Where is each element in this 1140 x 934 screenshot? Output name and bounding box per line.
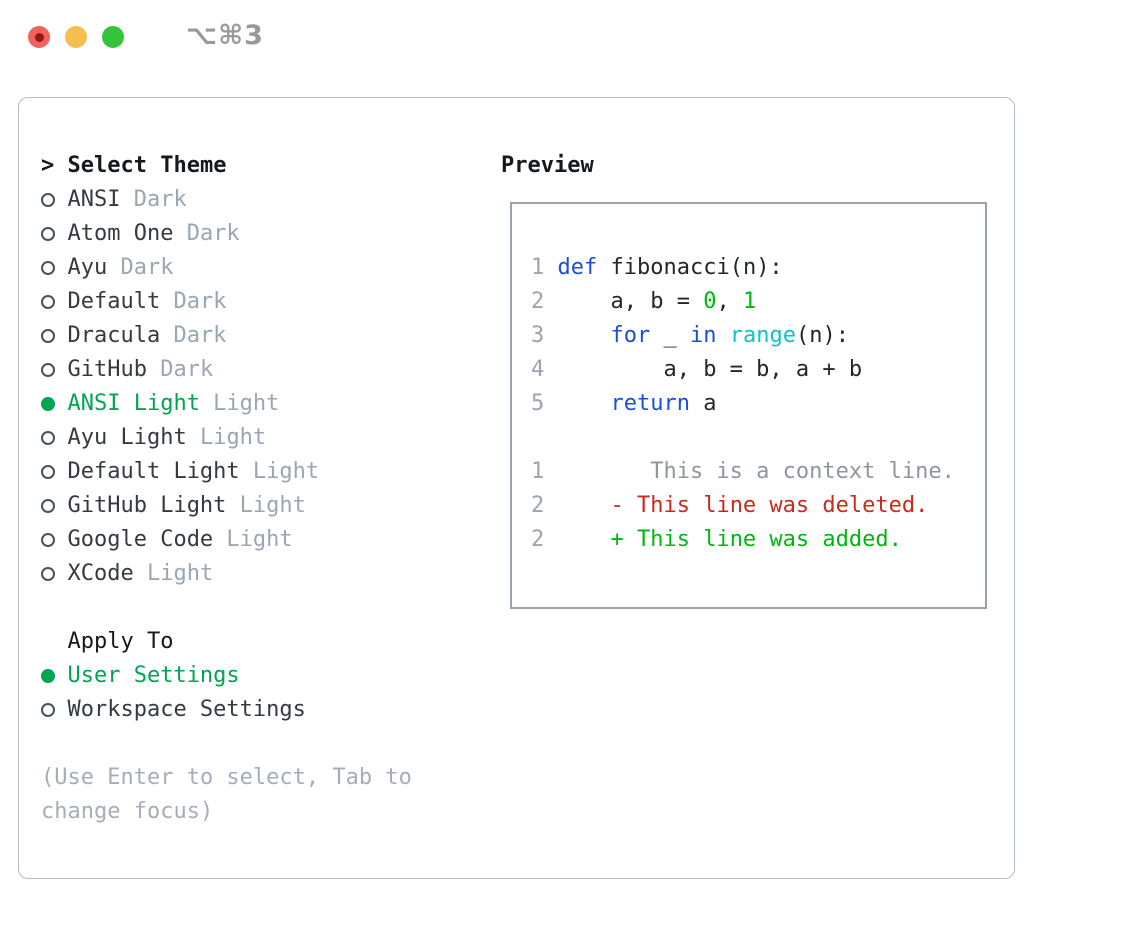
theme-variant-badge: Light xyxy=(133,561,214,586)
apply-to-title: Apply To xyxy=(67,629,174,654)
theme-option-ayu-light[interactable]: Ayu Light Light xyxy=(41,421,491,455)
theme-name: Default xyxy=(67,289,161,314)
close-button[interactable] xyxy=(28,26,50,48)
theme-name: ANSI Light xyxy=(67,391,200,416)
radio-icon xyxy=(41,557,67,591)
theme-name: Google Code xyxy=(67,527,214,552)
theme-variant-badge: Dark xyxy=(160,289,227,314)
radio-icon xyxy=(41,455,67,489)
theme-variant-badge: Dark xyxy=(120,187,187,212)
apply-option-user-settings[interactable]: User Settings xyxy=(41,659,491,693)
spacer xyxy=(41,591,491,625)
theme-variant-badge: Dark xyxy=(107,255,174,280)
theme-option-github-light[interactable]: GitHub Light Light xyxy=(41,489,491,523)
theme-option-default[interactable]: Default Dark xyxy=(41,285,491,319)
zoom-button[interactable] xyxy=(102,26,124,48)
theme-option-default-light[interactable]: Default Light Light xyxy=(41,455,491,489)
radio-icon xyxy=(41,421,67,455)
diff-preview: 1 This is a context line. 2 - This line w… xyxy=(531,455,985,557)
theme-option-google-code[interactable]: Google Code Light xyxy=(41,523,491,557)
theme-variant-badge: Light xyxy=(226,493,306,518)
select-theme-title: Select Theme xyxy=(67,153,227,178)
hint-line-2: change focus) xyxy=(41,799,214,824)
hint-line-1: (Use Enter to select, Tab to xyxy=(41,765,412,790)
theme-variant-badge: Dark xyxy=(160,323,227,348)
theme-name: GitHub xyxy=(67,357,147,382)
traffic-lights xyxy=(28,26,124,48)
code-line: 4 a, b = b, a + b xyxy=(531,357,863,382)
theme-variant-badge: Dark xyxy=(173,221,240,246)
theme-variant-badge: Light xyxy=(239,459,320,484)
select-theme-header: > Select Theme xyxy=(41,149,491,183)
radio-selected-icon xyxy=(41,387,67,421)
theme-option-atom-one[interactable]: Atom One Dark xyxy=(41,217,491,251)
code-line: 5 return a xyxy=(531,391,717,416)
theme-name: Ayu Light xyxy=(67,425,187,450)
preview-box: 1 def fibonacci(n): 2 a, b = 0, 1 3 for _ … xyxy=(510,202,987,609)
theme-option-ayu[interactable]: Ayu Dark xyxy=(41,251,491,285)
radio-icon xyxy=(41,251,67,285)
code-preview: 1 def fibonacci(n): 2 a, b = 0, 1 3 for _ … xyxy=(531,251,985,421)
theme-name: Dracula xyxy=(67,323,161,348)
radio-icon xyxy=(41,285,67,319)
theme-option-dracula[interactable]: Dracula Dark xyxy=(41,319,491,353)
apply-option-workspace-settings[interactable]: Workspace Settings xyxy=(41,693,491,727)
preview-title: Preview xyxy=(501,153,594,178)
theme-option-ansi[interactable]: ANSI Dark xyxy=(41,183,491,217)
diff-line: 2 - This line was deleted. xyxy=(531,493,929,518)
code-line: 2 a, b = 0, 1 xyxy=(531,289,757,314)
prompt-icon: > xyxy=(41,153,55,178)
spacer xyxy=(41,727,491,761)
radio-icon xyxy=(41,217,67,251)
theme-option-github[interactable]: GitHub Dark xyxy=(41,353,491,387)
radio-icon xyxy=(41,489,67,523)
window-title-shortcut: ⌥⌘3 xyxy=(186,20,264,51)
theme-name: XCode xyxy=(67,561,134,586)
theme-variant-badge: Dark xyxy=(146,357,214,382)
diff-line: 2 + This line was added. xyxy=(531,527,902,552)
theme-name: Default Light xyxy=(67,459,240,484)
theme-name: Ayu xyxy=(67,255,108,280)
radio-selected-icon xyxy=(41,659,67,693)
diff-line: 1 This is a context line. xyxy=(531,459,955,484)
theme-option-xcode[interactable]: XCode Light xyxy=(41,557,491,591)
radio-icon xyxy=(41,319,67,353)
theme-option-ansi-light[interactable]: ANSI Light Light xyxy=(41,387,491,421)
theme-name: ANSI xyxy=(67,187,121,212)
code-line: 1 def fibonacci(n): xyxy=(531,255,783,280)
apply-option-label: Workspace Settings xyxy=(67,697,306,722)
radio-icon xyxy=(41,523,67,557)
theme-name: Atom One xyxy=(67,221,174,246)
apply-option-label: User Settings xyxy=(67,663,240,688)
radio-icon xyxy=(41,353,67,387)
theme-variant-badge: Light xyxy=(186,425,267,450)
minimize-button[interactable] xyxy=(65,26,87,48)
apply-to-header: Apply To xyxy=(41,625,491,659)
theme-variant-badge: Light xyxy=(213,527,293,552)
code-line: 3 for _ in range(n): xyxy=(531,323,849,348)
radio-icon xyxy=(41,693,67,727)
radio-icon xyxy=(41,183,67,217)
theme-variant-badge: Light xyxy=(199,391,280,416)
theme-name: GitHub Light xyxy=(67,493,227,518)
title-bar: ⌥⌘3 xyxy=(0,0,1140,72)
